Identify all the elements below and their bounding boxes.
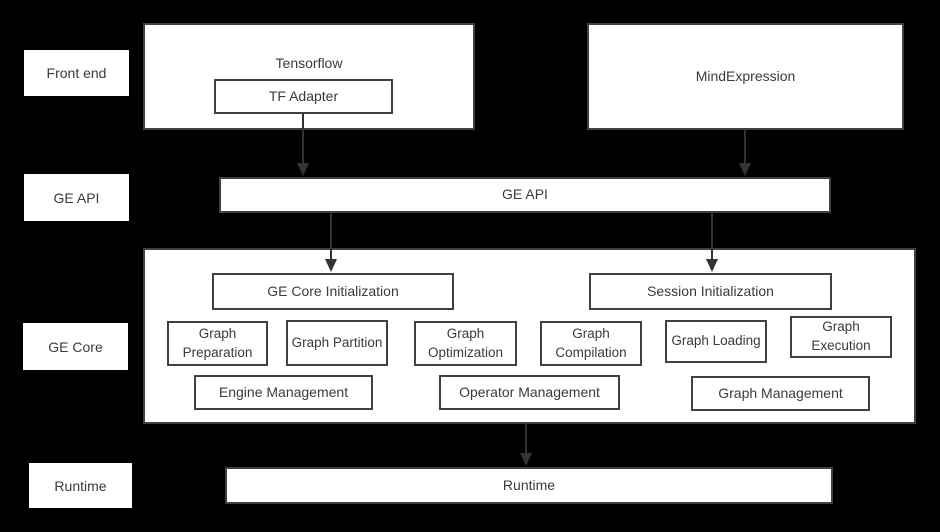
node-operator-management: Operator Management [439, 375, 620, 410]
node-graph-execution: Graph Execution [790, 316, 892, 358]
node-graph-management: Graph Management [691, 376, 870, 411]
arrow-ge-core-to-runtime [520, 424, 532, 466]
node-session-initialization: Session Initialization [589, 273, 832, 310]
node-graph-partition: Graph Partition [286, 320, 388, 366]
layer-label-front-end: Front end [24, 50, 129, 96]
node-ge-api: GE API [219, 177, 831, 213]
arrow-ge-api-to-session-initialization [706, 213, 718, 272]
node-graph-loading: Graph Loading [665, 320, 767, 363]
arrow-mindexpression-to-ge-api [739, 130, 751, 176]
node-ge-core-initialization: GE Core Initialization [212, 273, 454, 310]
node-mindexpression: MindExpression [587, 23, 904, 130]
node-tf-adapter: TF Adapter [214, 79, 393, 114]
arrow-ge-api-to-ge-core-initialization [325, 213, 337, 272]
layer-label-runtime: Runtime [29, 463, 132, 508]
layer-label-ge-core: GE Core [23, 323, 128, 370]
node-graph-compilation: Graph Compilation [540, 321, 642, 366]
node-engine-management: Engine Management [194, 375, 373, 410]
layer-label-ge-api: GE API [24, 174, 129, 221]
node-graph-optimization: Graph Optimization [414, 321, 517, 366]
node-runtime: Runtime [225, 467, 833, 504]
node-graph-preparation: Graph Preparation [167, 321, 268, 366]
arrow-tf-adapter-to-ge-api [297, 114, 309, 176]
